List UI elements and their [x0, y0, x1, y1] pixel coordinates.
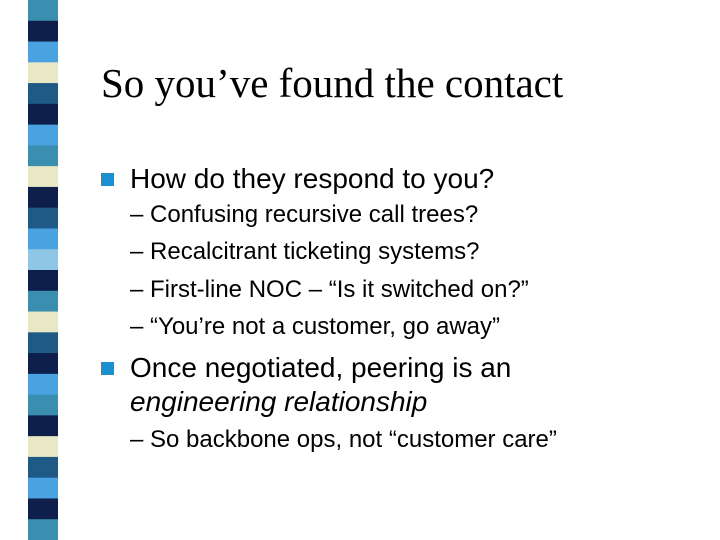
bullet-2-line-2-italic: engineering relationship [130, 386, 428, 417]
sub-bullet-2-1: – So backbone ops, not “customer care” [130, 426, 557, 453]
stripe-segment [28, 519, 58, 540]
stripe-segment [28, 415, 58, 437]
stripe-segment [28, 436, 58, 458]
stripe-segment [28, 373, 58, 396]
square-bullet-icon [101, 173, 114, 186]
slide-title: So you’ve found the contact [101, 60, 564, 106]
bullet-2-text: Once negotiated, peering is an engineeri… [130, 351, 511, 419]
sub-bullet-1-3: – First-line NOC – “Is it switched on?” [130, 276, 529, 303]
stripe-segment [28, 311, 58, 333]
stripe-segment [28, 249, 58, 271]
stripe-segment [28, 477, 58, 499]
stripe-segment [28, 20, 58, 43]
stripe-segment [28, 124, 58, 146]
stripe-segment [28, 290, 58, 313]
stripe-segment [28, 166, 58, 188]
stripe-segment [28, 0, 58, 22]
stripe-segment [28, 332, 58, 354]
stripe-segment [28, 456, 58, 479]
bullet-1-text: How do they respond to you? [130, 163, 495, 194]
stripe-segment [28, 41, 58, 63]
stripe-segment [28, 353, 58, 375]
stripe-segment [28, 270, 58, 292]
stripe-segment [28, 394, 58, 416]
bullet-2-line-1: Once negotiated, peering is an [130, 352, 512, 383]
stripe-segment [28, 145, 58, 167]
stripe-segment [28, 62, 58, 84]
sub-bullet-1-2: – Recalcitrant ticketing systems? [130, 238, 480, 265]
sub-bullet-1-4: – “You’re not a customer, go away” [130, 313, 500, 340]
square-bullet-icon [101, 362, 114, 375]
stripe-segment [28, 186, 58, 209]
stripe-segment [28, 103, 58, 126]
stripe-segment [28, 207, 58, 229]
stripe-segment [28, 498, 58, 520]
stripe-segment [28, 228, 58, 250]
sub-bullet-1-1: – Confusing recursive call trees? [130, 201, 479, 228]
stripe-segment [28, 83, 58, 105]
